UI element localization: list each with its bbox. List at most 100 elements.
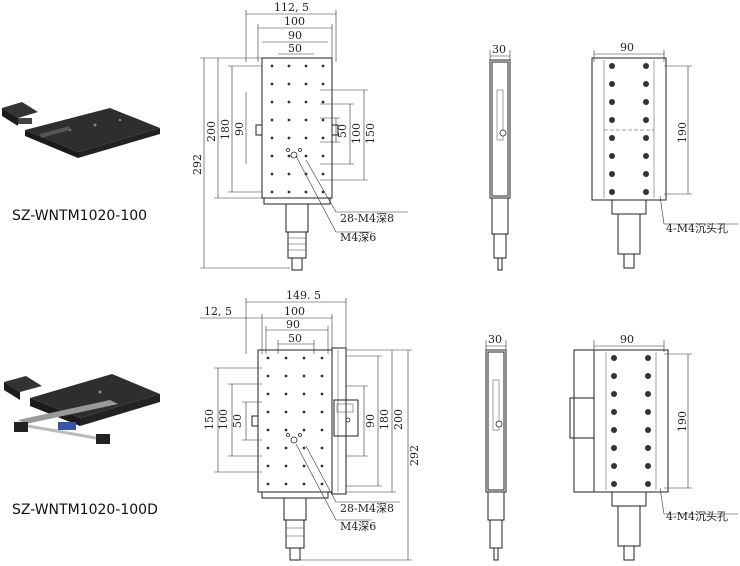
mounting-hole [284,446,288,450]
mounting-hole [266,464,270,468]
mounting-hole [320,464,324,468]
mounting-hole [284,482,288,486]
dim-bottom-width-1: 90 [620,41,634,54]
mounting-hole [645,427,651,433]
mounting-hole [266,374,270,378]
dim-side-1: 30 [492,43,506,56]
mounting-hole [287,172,291,176]
mounting-hole [611,445,617,451]
mounting-hole [320,392,324,396]
callout-bottom-2: 4-M4沉头孔 [666,510,728,523]
callout-holes-1: 28-M4深8 [340,212,394,225]
mounting-hole [611,427,617,433]
mounting-hole [611,463,617,469]
mounting-hole [284,410,288,414]
mounting-hole [302,356,306,360]
mounting-hole [609,117,615,123]
mounting-hole [266,428,270,432]
front-view-2: 149. 5 12, 5 100 90 50 150 100 50 [200,289,421,561]
mounting-hole [645,445,651,451]
mounting-hole [304,136,308,140]
dim-left-2a: 150 [203,409,216,430]
dim-right-2d: 292 [408,445,421,466]
dim-top-2c: 100 [284,305,305,318]
mounting-hole [270,154,274,158]
dim-right-1c: 150 [364,123,377,144]
dim-top-1a: 112, 5 [274,1,309,14]
mounting-hole [287,136,291,140]
mounting-hole [270,100,274,104]
mounting-hole [609,189,615,195]
mounting-hole [304,118,308,122]
mounting-hole [321,172,325,176]
mounting-hole [304,190,308,194]
callout-center-2: M4深6 [340,520,376,533]
dim-bottom-height-1: 190 [676,122,689,143]
dim-left-2c: 50 [231,414,244,428]
mounting-hole [643,153,649,159]
mounting-hole [287,64,291,68]
mounting-hole [270,82,274,86]
mounting-hole [320,428,324,432]
mounting-hole [609,135,615,141]
mounting-hole [611,409,617,415]
mounting-hole [645,355,651,361]
mounting-hole [304,64,308,68]
mounting-hole [284,428,288,432]
mounting-hole [266,410,270,414]
mounting-hole [643,117,649,123]
side-view-1: 30 [489,43,511,271]
mounting-hole [609,153,615,159]
mounting-hole [321,64,325,68]
dim-right-2a: 90 [364,414,377,428]
mounting-hole [302,374,306,378]
bottom-view-2: 90 190 4-M4沉头孔 [569,333,738,561]
mounting-hole [645,373,651,379]
mounting-hole [284,392,288,396]
mounting-hole [643,81,649,87]
mounting-hole [287,190,291,194]
mounting-hole [645,463,651,469]
model-label-2: SZ-WNTM1020-100D [12,502,158,518]
mounting-hole [321,154,325,158]
dim-bottom-height-2: 190 [676,411,689,432]
mounting-hole [287,118,291,122]
mounting-hole [304,100,308,104]
mounting-hole [270,118,274,122]
mounting-hole [302,392,306,396]
mounting-hole [287,154,291,158]
mounting-hole [284,356,288,360]
mounting-hole [609,63,615,69]
dim-left-1d: 90 [233,122,246,136]
dim-left-2b: 100 [217,409,230,430]
mounting-hole [645,409,651,415]
dim-top-2b: 12, 5 [204,305,232,318]
mounting-hole [266,356,270,360]
mounting-hole [609,171,615,177]
mounting-hole [321,190,325,194]
callout-bottom-1: 4-M4沉头孔 [666,222,728,235]
dim-right-1b: 100 [350,123,363,144]
mounting-hole [609,81,615,87]
front-view-1: 112, 5 100 90 50 292 200 180 90 50 100 1… [191,1,408,271]
mounting-hole [320,356,324,360]
mounting-hole [643,99,649,105]
mounting-hole [643,189,649,195]
dim-top-1c: 90 [288,29,302,42]
mounting-hole [645,481,651,487]
mounting-hole [302,410,306,414]
dim-right-2b: 180 [378,409,391,430]
mounting-hole [284,464,288,468]
mounting-hole [270,136,274,140]
mounting-hole [302,428,306,432]
mounting-hole [320,410,324,414]
mounting-hole [270,172,274,176]
mounting-hole [611,373,617,379]
mounting-hole [266,482,270,486]
dim-top-2e: 50 [288,332,302,345]
callout-holes-2: 28-M4深8 [340,502,394,515]
dim-top-2a: 149. 5 [286,289,321,302]
mounting-hole [266,392,270,396]
dim-left-1b: 200 [205,121,218,142]
bottom-view-1: 90 190 4-M4沉头孔 [591,41,738,269]
